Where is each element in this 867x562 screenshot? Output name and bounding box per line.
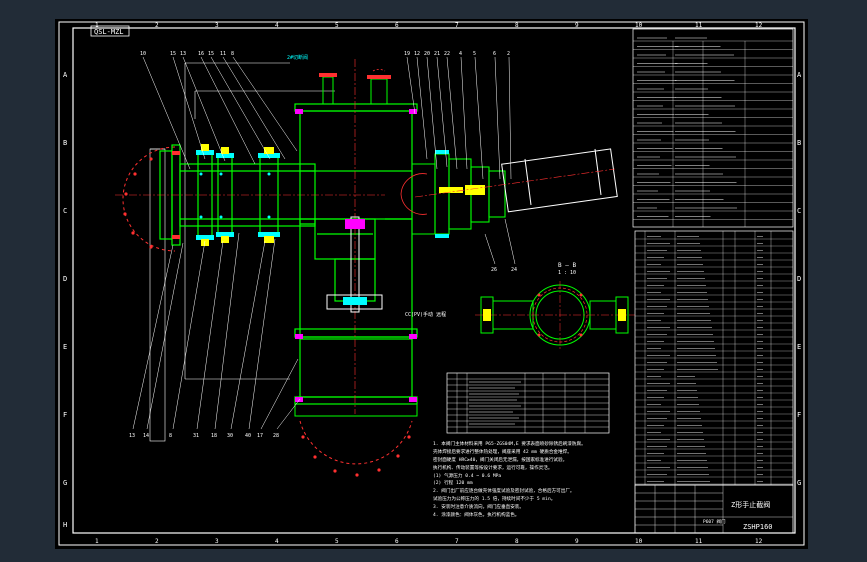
svg-text:2: 2 [155,538,159,545]
svg-text:8: 8 [231,51,234,57]
svg-text:18: 18 [211,433,217,439]
svg-text:13: 13 [129,433,135,439]
title-block: Z形手止截阀 ZSHP160 P607 阀门 [634,484,794,534]
small-spec-table [446,372,610,434]
svg-text:11: 11 [695,22,703,29]
svg-text:26: 26 [491,267,497,273]
svg-text:19: 19 [404,51,410,57]
main-valve-view[interactable]: CC(PV)手动 远程 [115,51,618,477]
svg-text:31: 31 [193,433,199,439]
outer-frame [58,21,805,546]
svg-text:(1) 气源压力 0.4 ~ 0.6 MPa: (1) 气源压力 0.4 ~ 0.6 MPa [433,472,501,479]
technical-notes: 1. 本阀门主体材料采用 P65-ZGS04M,E 要求表面喷砂除锈后刷漆防腐。… [433,440,586,518]
tech-spec-table [632,28,794,228]
svg-text:3: 3 [215,22,219,29]
svg-text:B: B [63,139,67,147]
svg-text:17: 17 [257,433,263,439]
svg-text:2: 2 [507,51,510,57]
svg-text:8: 8 [515,538,519,545]
svg-text:9: 9 [575,538,579,545]
svg-text:密封面硬度 HRC≥40，阀门关闭后无泄漏，按国家标准进行试: 密封面硬度 HRC≥40，阀门关闭后无泄漏，按国家标准进行试验。 [433,456,567,463]
svg-text:C: C [63,207,67,215]
svg-text:9: 9 [575,22,579,29]
svg-text:2. 阀门出厂前应逐台做壳体强度试验及密封试验，合格后方可出: 2. 阀门出厂前应逐台做壳体强度试验及密封试验，合格后方可出厂。 [433,487,575,494]
svg-text:14: 14 [143,433,149,439]
drawing-canvas: A B C D E F G H A B C D E F G 1 2 3 [58,21,805,546]
svg-text:24: 24 [511,267,517,273]
svg-text:6: 6 [395,538,399,545]
svg-text:6: 6 [493,51,496,57]
svg-text:G: G [63,479,67,487]
svg-text:10: 10 [140,51,146,57]
svg-text:20: 20 [424,51,430,57]
svg-text:12: 12 [414,51,420,57]
svg-text:16: 16 [198,51,204,57]
svg-text:B: B [797,139,801,147]
svg-text:G: G [797,479,801,487]
svg-text:C: C [797,207,801,215]
drawing-badge [90,25,130,37]
svg-text:执行机构、传动装置等按设计要求，运行可靠，操作灵活。: 执行机构、传动装置等按设计要求，运行可靠，操作灵活。 [433,464,552,471]
svg-text:D: D [63,275,67,283]
svg-text:21: 21 [434,51,440,57]
svg-text:11: 11 [695,538,703,545]
svg-text:试验压力为公称压力的 1.5 倍，持续时间不少于 5 min: 试验压力为公称压力的 1.5 倍，持续时间不少于 5 min。 [433,495,555,502]
title-block-mark: P607 阀门 [703,518,726,525]
svg-text:5: 5 [335,538,339,545]
svg-text:30: 30 [227,433,233,439]
part-label: 2#切断阀 [287,54,308,61]
svg-text:12: 12 [755,22,763,29]
svg-text:3: 3 [215,538,219,545]
svg-text:6: 6 [395,22,399,29]
svg-text:1: 1 [95,22,99,29]
svg-text:10: 10 [635,22,643,29]
svg-text:F: F [797,411,801,419]
inner-frame [72,27,796,534]
svg-text:4: 4 [459,51,462,57]
svg-text:3. 安装时注意介质流向，阀门应垂直安装。: 3. 安装时注意介质流向，阀门应垂直安装。 [433,503,524,510]
section-b-b-view[interactable]: B — B 1 : 10 [475,262,635,351]
svg-text:A: A [63,71,68,79]
svg-text:7: 7 [455,22,459,29]
svg-text:A: A [797,71,802,79]
svg-text:8: 8 [169,433,172,439]
svg-text:4: 4 [275,22,279,29]
svg-text:E: E [63,343,67,351]
svg-text:10: 10 [635,538,643,545]
margin-letters: A B C D E F G H A B C D E F G [63,71,802,529]
svg-text:F: F [63,411,67,419]
svg-text:壳体焊接后要求进行整体热处理，阀座采用 42 mm 硬质合金: 壳体焊接后要求进行整体热处理，阀座采用 42 mm 硬质合金堆焊。 [433,448,572,455]
svg-text:8: 8 [515,22,519,29]
svg-text:15: 15 [170,51,176,57]
svg-text:H: H [63,521,67,529]
svg-text:40: 40 [245,433,251,439]
drawing-badge-label: QSL-MZL [94,28,124,36]
svg-text:28: 28 [273,433,279,439]
svg-text:15: 15 [208,51,214,57]
svg-text:7: 7 [455,538,459,545]
svg-text:E: E [797,343,801,351]
svg-text:D: D [797,275,801,283]
remote-control-note: CC(PV)手动 远程 [405,311,446,318]
svg-text:2: 2 [155,22,159,29]
svg-text:5: 5 [335,22,339,29]
svg-text:11: 11 [220,51,226,57]
svg-text:1. 本阀门主体材料采用 P65-ZGS04M,E 要求表面: 1. 本阀门主体材料采用 P65-ZGS04M,E 要求表面喷砂除锈后刷漆防腐。 [433,440,586,447]
svg-text:22: 22 [444,51,450,57]
drawing-sheet[interactable]: A B C D E F G H A B C D E F G 1 2 3 [55,19,808,549]
parts-list-table [634,230,794,486]
margin-numbers: 1 2 3 4 5 6 7 8 9 10 11 12 1 2 3 4 5 6 7… [95,22,763,545]
section-scale: 1 : 10 [558,270,576,276]
svg-text:(2) 行程 120 mm: (2) 行程 120 mm [433,479,473,486]
svg-text:1: 1 [95,538,99,545]
svg-text:4. 涂漆颜色：阀体灰色，执行机构蓝色。: 4. 涂漆颜色：阀体灰色，执行机构蓝色。 [433,511,519,518]
title-block-code: ZSHP160 [743,523,773,531]
svg-text:4: 4 [275,538,279,545]
section-label: B — B [558,262,576,269]
svg-text:5: 5 [473,51,476,57]
title-block-name: Z形手止截阀 [731,500,770,509]
svg-text:12: 12 [755,538,763,545]
svg-text:13: 13 [180,51,186,57]
